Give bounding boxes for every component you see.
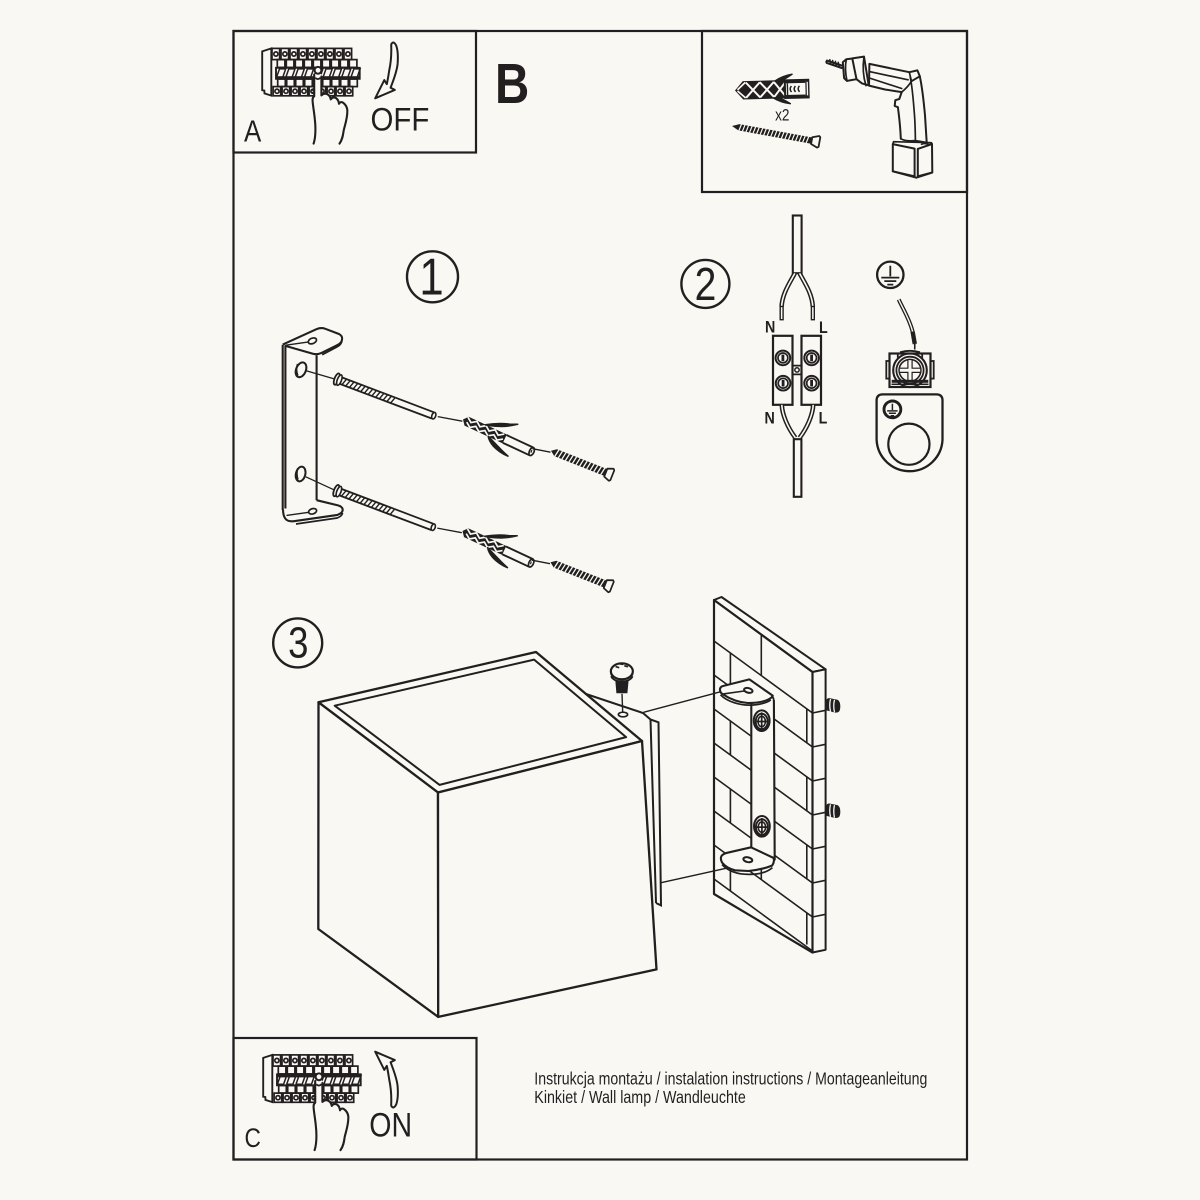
svg-text:3: 3 [288,619,308,668]
svg-text:L: L [819,409,828,427]
svg-text:A: A [244,114,261,149]
svg-text:1: 1 [419,249,443,306]
svg-text:N: N [764,409,774,427]
svg-text:L: L [819,319,828,337]
svg-text:C: C [245,1123,261,1153]
svg-text:x2: x2 [775,106,789,124]
svg-text:N: N [765,319,775,337]
svg-text:B: B [495,53,529,116]
svg-text:ON: ON [369,1106,412,1144]
svg-text:Kinkiet / Wall lamp / Wandleuc: Kinkiet / Wall lamp / Wandleuchte [534,1087,746,1107]
svg-text:Instrukcja montażu / instalati: Instrukcja montażu / instalation instruc… [534,1069,927,1089]
svg-text:2: 2 [695,259,717,311]
svg-text:OFF: OFF [371,101,430,137]
